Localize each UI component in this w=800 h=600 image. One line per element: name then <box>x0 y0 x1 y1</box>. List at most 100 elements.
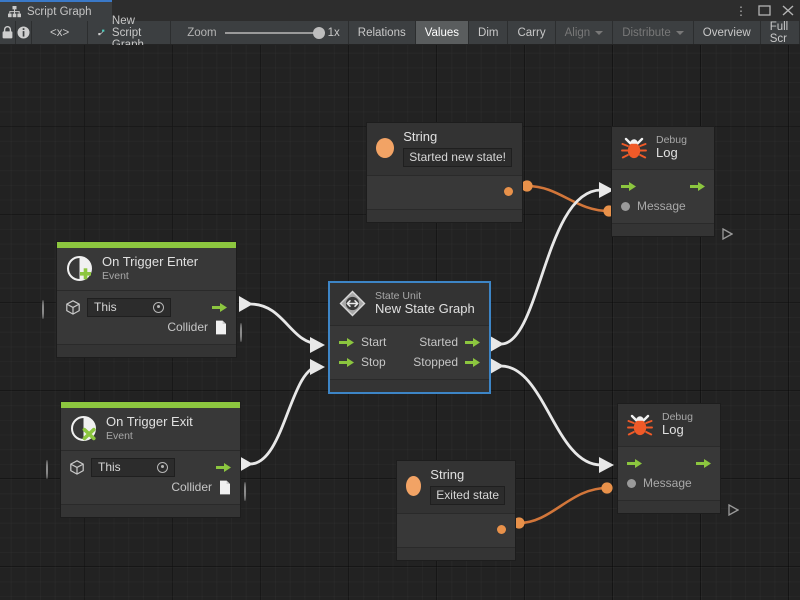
string-value-icon <box>406 476 422 497</box>
on-trigger-exit-flow-out-icon[interactable] <box>216 462 231 473</box>
node-state-unit[interactable]: State Unit New State Graph Start Started <box>328 281 491 394</box>
toolbar-button-distribute-label: Distribute <box>622 26 671 39</box>
state-unit-stop-port-icon[interactable] <box>339 357 354 368</box>
zoom-label: Zoom <box>187 26 217 39</box>
node-on-trigger-enter[interactable]: On Trigger Enter Event This <box>56 241 237 358</box>
node-on-trigger-enter-accent <box>57 242 236 248</box>
node-debug-log-top-footer <box>612 223 714 236</box>
on-trigger-exit-target-field[interactable]: This <box>91 457 175 477</box>
node-string-bottom-header: String Exited state <box>397 461 515 514</box>
on-trigger-enter-external-input-port[interactable] <box>42 300 44 319</box>
toolbar-button-distribute[interactable]: Distribute <box>613 21 694 44</box>
string-bottom-value-input[interactable]: Exited state <box>430 485 505 505</box>
close-icon[interactable] <box>782 5 794 16</box>
string-value-icon <box>376 138 395 159</box>
graph-toolbar: <x> New Script Graph Zoom 1x Relations V… <box>0 15 800 51</box>
tab-script-graph[interactable]: Script Graph <box>0 0 112 21</box>
toolbar-button-overview[interactable]: Overview <box>694 21 761 44</box>
debug-log-top-flow-out-icon[interactable] <box>690 181 705 192</box>
string-top-value-input[interactable]: Started new state! <box>403 147 512 167</box>
object-picker-icon[interactable] <box>153 301 164 313</box>
node-string-top-header: String Started new state! <box>367 123 522 176</box>
state-unit-stopped-port-icon[interactable] <box>465 357 480 368</box>
node-string-top[interactable]: String Started new state! <box>366 122 523 223</box>
lock-button[interactable] <box>0 21 17 44</box>
gameobject-icon <box>66 299 80 315</box>
node-state-unit-title: New State Graph <box>375 301 475 317</box>
event-exit-icon <box>71 415 96 442</box>
debug-log-bottom-flow-out-icon[interactable] <box>696 458 711 469</box>
state-unit-started-port-icon[interactable] <box>465 337 480 348</box>
node-debug-log-bottom[interactable]: Debug Log Message <box>617 403 721 514</box>
edge-exit-to-stop <box>249 364 321 466</box>
window-titlebar: Script Graph ⋮ <box>0 0 800 21</box>
zoom-slider-handle[interactable] <box>312 26 325 39</box>
node-string-bottom-footer <box>397 546 515 560</box>
debug-log-top-external-flow-out[interactable] <box>722 228 733 240</box>
graph-canvas[interactable]: String Started new state! <box>0 45 800 600</box>
event-enter-icon <box>67 255 92 282</box>
node-debug-log-top[interactable]: Debug Log Message <box>611 126 715 237</box>
toolbar-button-dim[interactable]: Dim <box>469 21 509 44</box>
debug-log-bottom-flow-in-icon[interactable] <box>627 458 642 469</box>
toolbar-button-align-label: Align <box>564 26 591 39</box>
tab-label: Script Graph <box>27 5 92 18</box>
node-on-trigger-enter-header: On Trigger Enter Event <box>57 248 236 291</box>
toolbar-button-carry[interactable]: Carry <box>508 21 556 44</box>
node-on-trigger-exit-accent <box>61 402 240 408</box>
node-debug-log-bottom-subtitle: Debug <box>662 411 693 423</box>
node-string-bottom[interactable]: String Exited state <box>396 460 516 561</box>
state-unit-start-port-icon[interactable] <box>339 337 354 348</box>
zoom-control[interactable]: Zoom 1x <box>171 21 349 44</box>
node-on-trigger-exit[interactable]: On Trigger Exit Event This <box>60 401 241 518</box>
zoom-slider[interactable] <box>224 26 325 39</box>
toolbar-button-fullscreen[interactable]: Full Scr <box>761 21 800 45</box>
state-unit-start-label: Start <box>361 335 387 349</box>
on-trigger-exit-external-input-port[interactable] <box>46 460 48 479</box>
toolbar-button-align[interactable]: Align <box>556 21 614 44</box>
gameobject-icon <box>70 459 84 475</box>
debug-log-bottom-message-port[interactable] <box>627 478 636 488</box>
node-state-unit-subtitle: State Unit <box>375 290 422 302</box>
on-trigger-exit-external-collider-port[interactable] <box>244 482 246 501</box>
collider-doc-icon[interactable] <box>219 480 231 495</box>
toolbar-button-values[interactable]: Values <box>415 21 470 44</box>
code-icon: <x> <box>50 26 70 39</box>
lock-icon <box>2 26 13 39</box>
graph-name-field[interactable]: New Script Graph <box>88 15 172 51</box>
node-string-top-footer <box>367 208 522 222</box>
graph-hierarchy-icon <box>8 5 21 17</box>
edge-stopped-to-log-bottom <box>500 364 602 467</box>
debug-log-bottom-external-flow-out[interactable] <box>728 504 739 516</box>
collider-doc-icon[interactable] <box>215 320 227 335</box>
debug-log-top-flow-in-icon[interactable] <box>621 181 636 192</box>
kebab-menu-icon[interactable]: ⋮ <box>735 3 747 18</box>
zoom-value: 1x <box>327 26 340 39</box>
edge-string-bottom-to-message <box>518 486 608 525</box>
info-button[interactable] <box>16 21 33 44</box>
object-picker-icon[interactable] <box>157 461 168 473</box>
state-unit-icon <box>339 290 366 317</box>
maximize-icon[interactable] <box>758 5 771 16</box>
edge-string-top-to-message <box>526 184 610 213</box>
string-top-output-port[interactable] <box>504 187 513 197</box>
node-on-trigger-exit-header: On Trigger Exit Event <box>61 408 240 451</box>
toolbar-button-relations[interactable]: Relations <box>349 21 416 44</box>
on-trigger-exit-collider-label: Collider <box>171 480 212 494</box>
chevron-down-icon <box>595 30 604 35</box>
on-trigger-enter-external-collider-port[interactable] <box>240 323 242 342</box>
on-trigger-enter-flow-out-icon[interactable] <box>212 302 227 313</box>
code-view-button[interactable]: <x> <box>32 21 89 44</box>
node-string-bottom-body <box>397 514 515 547</box>
node-state-unit-header: State Unit New State Graph <box>330 283 489 326</box>
string-bottom-output-port[interactable] <box>497 525 506 535</box>
node-debug-log-bottom-footer <box>618 500 720 513</box>
node-debug-log-bottom-body: Message <box>618 447 720 500</box>
debug-log-top-message-port[interactable] <box>621 201 630 211</box>
on-trigger-enter-target-field[interactable]: This <box>87 297 171 317</box>
script-graph-icon <box>98 29 105 36</box>
node-debug-log-top-header: Debug Log <box>612 127 714 170</box>
state-unit-started-label: Started <box>419 335 458 349</box>
node-state-unit-footer <box>330 379 489 392</box>
